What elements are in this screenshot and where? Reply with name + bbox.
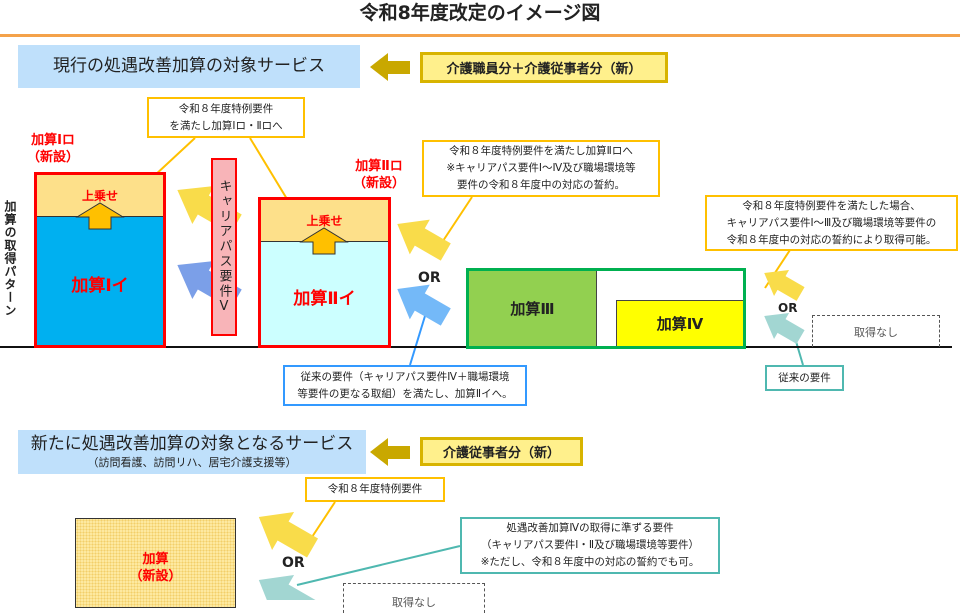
- label-kasan-2ro: 加算Ⅱロ （新設）: [340, 158, 418, 192]
- arrow-up-left-icon: [397, 284, 451, 326]
- callout-special-requirement-new: 令和８年度特例要件: [305, 477, 445, 502]
- or-label: OR: [282, 555, 305, 571]
- callout-line: ※キャリアパス要件Ⅰ～Ⅳ及び職場環境等: [446, 162, 636, 174]
- label-kasan-4: 加算Ⅳ: [656, 315, 704, 333]
- section-sublabel: （訪問看護、訪問リハ、居宅介護支援等）: [87, 456, 297, 469]
- callout-special-requirement-2: 令和８年度特例要件を満たし加算Ⅱロへ ※キャリアパス要件Ⅰ～Ⅳ及び職場環境等要件の…: [422, 140, 660, 197]
- label-line: 加算Ⅰロ: [31, 133, 75, 148]
- bar-kasan-3-4-group: [466, 268, 746, 349]
- callout-special-requirement-3: 令和８年度特例要件を満たした場合、キャリアパス要件Ⅰ～Ⅲ及び職場環境等要件の令和…: [705, 195, 958, 251]
- top-up-label: 上乗せ: [81, 189, 118, 203]
- label-kasan-3: 加算Ⅲ: [510, 300, 555, 318]
- divider: [0, 34, 960, 37]
- bar-kasan-2: 上乗せ 加算Ⅱイ: [258, 197, 391, 348]
- section-label: 現行の処遇改善加算の対象サービス: [53, 56, 325, 76]
- not-acquired-label: 取得なし: [392, 596, 436, 609]
- callout-line: 令和８年度中の対応の誓約により取得可能。: [726, 233, 937, 246]
- arrow-up-left-icon: [258, 511, 319, 558]
- callout-line: ※ただし、令和８年度中の対応の誓約でも可。: [480, 556, 700, 568]
- section-current-services: 現行の処遇改善加算の対象サービス: [18, 45, 360, 88]
- callout-line: 従来の要件（キャリアパス要件Ⅳ＋職場環境: [300, 370, 510, 383]
- callout-line: 処遇改善加算Ⅳの取得に準ずる要件: [506, 522, 674, 534]
- label-kasan-2i: 加算Ⅱイ: [293, 289, 356, 309]
- page-title: 令和8年度改定のイメージ図: [359, 2, 601, 24]
- bar-kasan-1: 上乗せ 加算Ⅰイ: [34, 172, 166, 348]
- arrow-up-left-icon: [764, 270, 805, 301]
- label-line: （新設）: [26, 150, 79, 165]
- label-kasan-new: 加算 （新設）: [76, 551, 235, 585]
- callout-line: キャリアパス要件Ⅰ～Ⅲ及び職場環境等要件の: [726, 216, 937, 229]
- callout-kasan-4-equivalent: 処遇改善加算Ⅳの取得に準ずる要件 （キャリアパス要件Ⅰ・Ⅱ及び職場環境等要件） ※た…: [460, 517, 720, 574]
- label-line: 加算Ⅱロ: [355, 159, 403, 174]
- arrow-left-icon: [370, 438, 410, 466]
- not-acquired-box: 取得なし: [812, 315, 940, 347]
- top-up-label: 上乗せ: [306, 214, 343, 228]
- label-line: 加算: [142, 552, 169, 567]
- bar-kasan-new: 加算 （新設）: [75, 518, 236, 608]
- arrow-up-left-icon: [764, 313, 805, 344]
- bar-kasan-3: 加算Ⅲ: [469, 271, 597, 346]
- label-kasan-1ro: 加算Ⅰロ （新設）: [18, 132, 88, 166]
- callout-conventional-requirement: 従来の要件: [765, 365, 844, 391]
- section-label: 新たに処遇改善加算の対象となるサービス: [30, 434, 354, 454]
- callout-line: 等要件の更なる取組）を満たし、加算Ⅱイへ。: [297, 387, 513, 400]
- bar-kasan-4: 加算Ⅳ: [616, 300, 743, 346]
- arrow-left-icon: [370, 53, 410, 81]
- tag-staff-share: 介護職員分＋介護従事者分（新）: [420, 52, 668, 83]
- callout-conventional-requirement-2i: 従来の要件（キャリアパス要件Ⅳ＋職場環境等要件の更なる取組）を満たし、加算Ⅱイへ…: [283, 365, 527, 406]
- callout-line: 令和８年度特例要件: [178, 102, 274, 115]
- callout-line: （キャリアパス要件Ⅰ・Ⅱ及び職場環境等要件）: [480, 539, 700, 551]
- arrow-up-left-icon: [397, 219, 451, 261]
- callout-line: 令和８年度特例要件を満たした場合、: [742, 199, 921, 212]
- not-acquired-box: 取得なし: [343, 583, 485, 613]
- tag-worker-share: 介護従事者分（新）: [420, 437, 583, 466]
- arrow-up-icon: [299, 227, 349, 255]
- y-axis-label: 加算の取得パターン: [3, 200, 17, 317]
- arrow-up-left-icon: [258, 574, 319, 600]
- callout-line: 令和８年度特例要件を満たし加算Ⅱロへ: [449, 145, 633, 157]
- label-line: （新設）: [129, 569, 182, 584]
- callout-special-requirement-1: 令和８年度特例要件を満たし加算Ⅰロ・Ⅱロへ: [147, 97, 305, 138]
- section-new-services: 新たに処遇改善加算の対象となるサービス （訪問看護、訪問リハ、居宅介護支援等）: [18, 430, 366, 474]
- callout-line: を満たし加算Ⅰロ・Ⅱロへ: [169, 119, 283, 132]
- or-label: OR: [418, 270, 441, 286]
- arrow-up-icon: [75, 202, 125, 230]
- label-line: （新設）: [352, 176, 405, 191]
- label-kasan-1i: 加算Ⅰイ: [71, 276, 129, 296]
- career-path-requirement-5: キャリアパス要件Ⅴ: [211, 158, 237, 336]
- callout-line: 要件の令和８年度中の対応の誓約。: [457, 179, 625, 191]
- or-label: OR: [778, 301, 798, 315]
